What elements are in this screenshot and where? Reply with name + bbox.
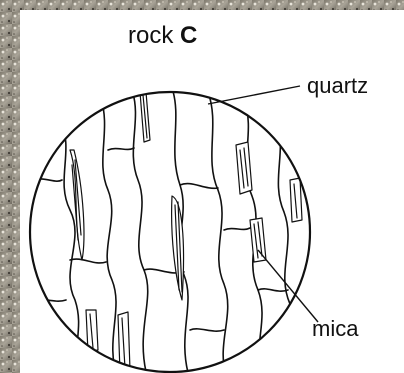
quartz-leader-line bbox=[208, 86, 300, 104]
grain-boundary bbox=[70, 259, 106, 263]
mica-leader-line bbox=[258, 250, 318, 322]
grain-boundary bbox=[30, 179, 62, 181]
mica-flake bbox=[236, 142, 252, 194]
grain-boundary bbox=[180, 184, 218, 189]
grain-boundary bbox=[100, 95, 118, 373]
grain-boundary bbox=[108, 148, 134, 150]
mica-flake bbox=[70, 150, 84, 260]
mica-flake bbox=[140, 92, 150, 142]
grain-boundary bbox=[224, 228, 250, 230]
mica-label: mica bbox=[312, 316, 358, 342]
field-of-view-circle bbox=[30, 92, 310, 372]
quartz-label: quartz bbox=[307, 73, 368, 99]
mica-flake bbox=[172, 196, 184, 300]
grain-boundary bbox=[60, 120, 80, 373]
mica-flake bbox=[290, 178, 302, 222]
grain-boundary bbox=[190, 329, 224, 331]
grain-boundary bbox=[276, 120, 296, 373]
grain-boundary bbox=[258, 289, 288, 291]
